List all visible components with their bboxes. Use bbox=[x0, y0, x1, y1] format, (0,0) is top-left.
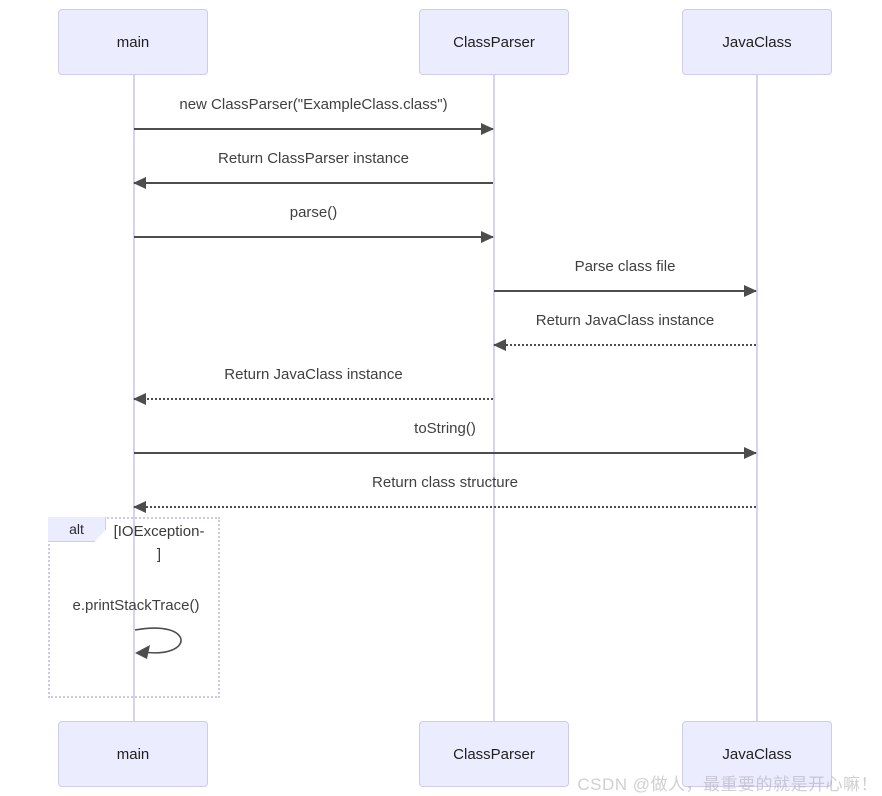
arrowhead-left-icon bbox=[133, 393, 146, 405]
alt-condition-line-2: ] bbox=[156, 546, 162, 563]
arrowhead-left-icon bbox=[133, 177, 146, 189]
csdn-watermark: CSDN @做人，最重要的就是开心嘛！ bbox=[577, 775, 878, 794]
participant-main-bottom: main bbox=[58, 721, 208, 787]
participant-main-top: main bbox=[58, 9, 208, 75]
message-label: parse() bbox=[289, 204, 338, 221]
participant-label: main bbox=[116, 33, 150, 51]
participant-classparser-top: ClassParser bbox=[419, 9, 569, 75]
participant-javaclass-top: JavaClass bbox=[682, 9, 832, 75]
self-loop-arrow-icon bbox=[134, 627, 182, 659]
participant-label: ClassParser bbox=[453, 745, 535, 763]
participant-label: JavaClass bbox=[722, 745, 792, 763]
message-label: new ClassParser("ExampleClass.class") bbox=[179, 96, 448, 113]
alt-fragment-keyword: alt bbox=[48, 517, 106, 542]
arrowhead-left-icon bbox=[493, 339, 506, 351]
message-line bbox=[133, 393, 493, 405]
message-label: Return ClassParser instance bbox=[218, 150, 409, 167]
message-line bbox=[133, 177, 493, 189]
alt-fragment-condition: [IOException- ] bbox=[100, 520, 218, 566]
message-line bbox=[134, 123, 494, 135]
message-line bbox=[494, 285, 757, 297]
participant-javaclass-bottom: JavaClass bbox=[682, 721, 832, 787]
message-label: Return JavaClass instance bbox=[224, 366, 403, 383]
message-label: Return JavaClass instance bbox=[535, 312, 715, 329]
self-message-label: e.printStackTrace() bbox=[72, 597, 200, 614]
message-line bbox=[493, 339, 756, 351]
arrowhead-right-icon bbox=[744, 447, 757, 459]
participant-label: main bbox=[116, 745, 150, 763]
participant-label: ClassParser bbox=[453, 33, 535, 51]
alt-fragment-frame bbox=[48, 517, 220, 698]
message-label: toString() bbox=[414, 420, 476, 437]
message-line bbox=[134, 231, 494, 243]
participant-label: JavaClass bbox=[722, 33, 792, 51]
lifeline-classparser bbox=[493, 75, 495, 721]
arrowhead-left-icon bbox=[133, 501, 146, 513]
arrowhead-right-icon bbox=[744, 285, 757, 297]
arrowhead-right-icon bbox=[481, 231, 494, 243]
participant-classparser-bottom: ClassParser bbox=[419, 721, 569, 787]
message-label: Parse class file bbox=[574, 258, 676, 275]
alt-condition-line-1: [IOException- bbox=[113, 523, 205, 540]
message-label: Return class structure bbox=[372, 474, 518, 491]
message-line bbox=[133, 501, 756, 513]
lifeline-javaclass bbox=[756, 75, 758, 721]
message-line bbox=[134, 447, 757, 459]
arrowhead-right-icon bbox=[481, 123, 494, 135]
